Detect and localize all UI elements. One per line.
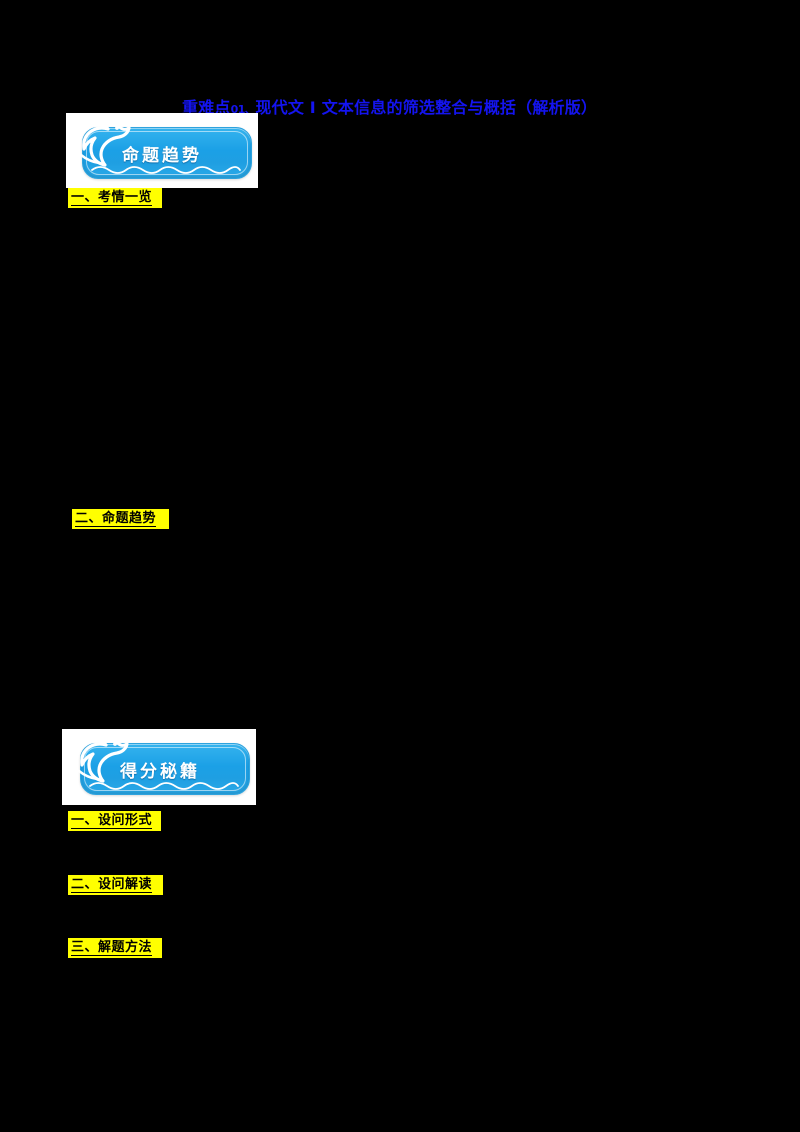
heading-label: 一、考情一览	[71, 190, 153, 206]
page-title-rest: 现代文 I 文本信息的筛选整合与概括（解析版）	[255, 98, 598, 117]
page-title-number: 01、	[230, 103, 256, 116]
page-title-lead: 重难点	[182, 98, 231, 117]
banner-label-trend: 命题趋势	[122, 146, 202, 166]
banner-card-trend: 命题趋势	[66, 113, 258, 188]
heading-mingti-qushi: 二、命题趋势	[72, 509, 169, 529]
heading-label: 二、命题趋势	[75, 511, 157, 527]
heading-jieti-fangfa: 三、解题方法	[68, 938, 162, 958]
heading-label: 一、设问形式	[71, 813, 153, 829]
heading-label: 二、设问解读	[71, 877, 153, 893]
page-title: 重难点01、现代文 I 文本信息的筛选整合与概括（解析版）	[182, 97, 652, 119]
heading-kaoqing-yilan: 一、考情一览	[68, 188, 162, 208]
heading-shewen-jiedu: 二、设问解读	[68, 875, 163, 895]
banner-card-secret: 得分秘籍	[62, 729, 256, 805]
heading-label: 三、解题方法	[71, 940, 153, 956]
banner-label-secret: 得分秘籍	[120, 762, 200, 782]
heading-shewen-xingshi: 一、设问形式	[68, 811, 161, 831]
